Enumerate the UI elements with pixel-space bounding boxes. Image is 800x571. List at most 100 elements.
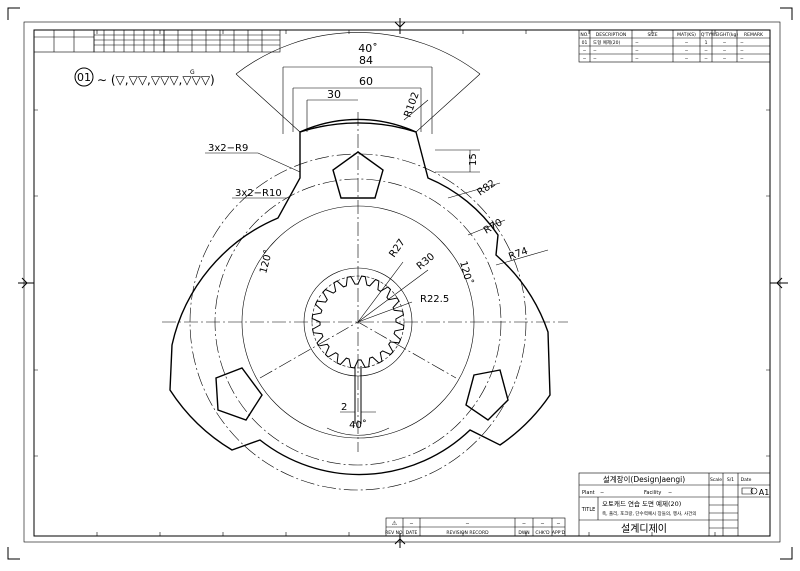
parts-cell: − (635, 57, 639, 62)
parts-cell: − (593, 49, 597, 54)
circle-r60 (241, 205, 475, 439)
dim-label-120-right: 120˚ (457, 260, 475, 286)
dim-r70 (467, 219, 506, 236)
pitch-circle-r82 (189, 153, 527, 491)
dim-label-40-bottom: 40˚ (349, 419, 367, 431)
parts-cell: − (635, 41, 639, 46)
part-view (162, 112, 568, 491)
dim-60 (292, 87, 422, 132)
parts-list: NO. DESCRIPTION SIZE MAT(KS) Q'TY WEIGHT… (578, 29, 771, 63)
dim-arc-40-bottom (326, 427, 390, 436)
dim-label-40-top: 40˚ (358, 42, 378, 55)
revision-header: CHK'D (535, 530, 550, 536)
title-footer: 설계디제이 (621, 523, 667, 535)
revision-header: REVISION RECORD (446, 530, 489, 536)
inner-border (33, 29, 771, 537)
revision-header: DWN (518, 530, 529, 536)
dim-84 (282, 66, 433, 134)
dim-r102 (403, 99, 429, 121)
part-outline (169, 122, 551, 476)
pocket-left (215, 367, 263, 421)
plant-label: Plant (582, 490, 595, 496)
parts-cell: − (593, 57, 597, 62)
pocket-top (332, 151, 384, 199)
parts-header-size: SIZE (647, 32, 657, 38)
top-lug-arc (299, 118, 417, 133)
leader-r9 (205, 152, 301, 173)
parts-header-material: MAT(KS) (677, 32, 696, 38)
parts-cell: − (685, 57, 689, 62)
parts-cell: − (583, 49, 587, 54)
dim-label-84: 84 (359, 54, 373, 67)
parts-cell: − (704, 57, 708, 62)
pocket-right (465, 369, 509, 421)
date-label: Date (741, 477, 752, 483)
revision-block: ⚠ − − − − − REV NO. DATE REVISION RECORD… (385, 517, 566, 537)
parts-header-qty: Q'TY (701, 32, 712, 38)
parts-header-no: NO. (580, 32, 588, 38)
dim-label-15: 15 (468, 153, 479, 166)
revision-header: DATE (406, 530, 418, 536)
dim-label-r74: R74 (507, 246, 529, 263)
revision-header: APP'D (552, 530, 566, 536)
title-line-2: 축, 풀리, 포크랑, 단수력예시 장들의, 헹사, 사건의 (602, 510, 696, 517)
surface-finish-superscript: G (190, 69, 195, 76)
parts-header-remark: REMARK (744, 32, 764, 38)
tolerance-tables (33, 29, 281, 53)
dimension-lines (205, 32, 549, 436)
parts-cell: − (704, 49, 708, 54)
dim-label-r70: R70 (482, 217, 505, 236)
pitch-circle-r70 (214, 178, 502, 466)
plant-value: − (600, 490, 604, 496)
parts-cell: − (740, 49, 744, 54)
revision-cell: − (556, 521, 560, 527)
parts-cell: − (635, 49, 639, 54)
dim-label-r82: R82 (475, 178, 497, 198)
parts-cell: 01 (582, 40, 588, 46)
dim-label-fillet-r10: 3x2−R10 (235, 188, 282, 199)
dim-r74 (495, 249, 549, 266)
zone-ticks (34, 30, 770, 536)
projection-symbol-icon (741, 487, 758, 495)
hub-radius-lines (357, 261, 429, 323)
sheet-size: A1 (759, 488, 770, 497)
parts-cell: − (740, 41, 744, 46)
parts-header-weight: WEIGHT(kg) (711, 32, 738, 38)
center-marks (18, 18, 788, 548)
dim-r82 (447, 182, 501, 199)
dim-label-30: 30 (327, 88, 341, 101)
title-block: 설계장이(DesignJaengi) Scale S/1 Date Plant … (578, 472, 771, 537)
dim-label-r27: R27 (387, 237, 407, 259)
dim-arc-40 (235, 32, 481, 75)
revision-symbol: ⚠ (392, 520, 398, 527)
dim-30 (306, 99, 358, 132)
dim-label-r30: R30 (415, 251, 437, 272)
facility-value: − (668, 490, 672, 496)
scale-label: Scale (710, 477, 722, 483)
dim-label-120-left: 120˚ (257, 248, 275, 274)
dim-label-r102: R102 (402, 91, 421, 119)
facility-label: Facility (644, 490, 661, 496)
revision-cell: − (522, 521, 526, 527)
dim-label-key-2: 2 (341, 402, 347, 413)
parts-cell: − (723, 41, 727, 46)
dim-label-fillet-r9: 3x2−R9 (208, 143, 248, 154)
spline-hub (303, 267, 413, 377)
revision-cell: − (465, 521, 469, 527)
company-name: 설계장이(DesignJaengi) (603, 474, 685, 484)
parts-cell: − (583, 57, 587, 62)
dim-label-r22-5: R22.5 (420, 294, 449, 305)
revision-cell: − (540, 521, 544, 527)
outer-border (23, 21, 781, 543)
dim-label-60: 60 (359, 75, 373, 88)
revision-header: REV NO. (385, 530, 404, 536)
dim-15 (435, 149, 480, 173)
surface-finish-symbols: ∼ (▽,▽▽,▽▽▽,▽▽▽) (97, 73, 215, 87)
parts-header-description: DESCRIPTION (596, 32, 626, 38)
parts-cell: − (723, 49, 727, 54)
title-line-1: 오토캐드 연습 도면 예제(20) (602, 499, 681, 508)
parts-cell: − (740, 57, 744, 62)
crop-marks (7, 7, 793, 560)
